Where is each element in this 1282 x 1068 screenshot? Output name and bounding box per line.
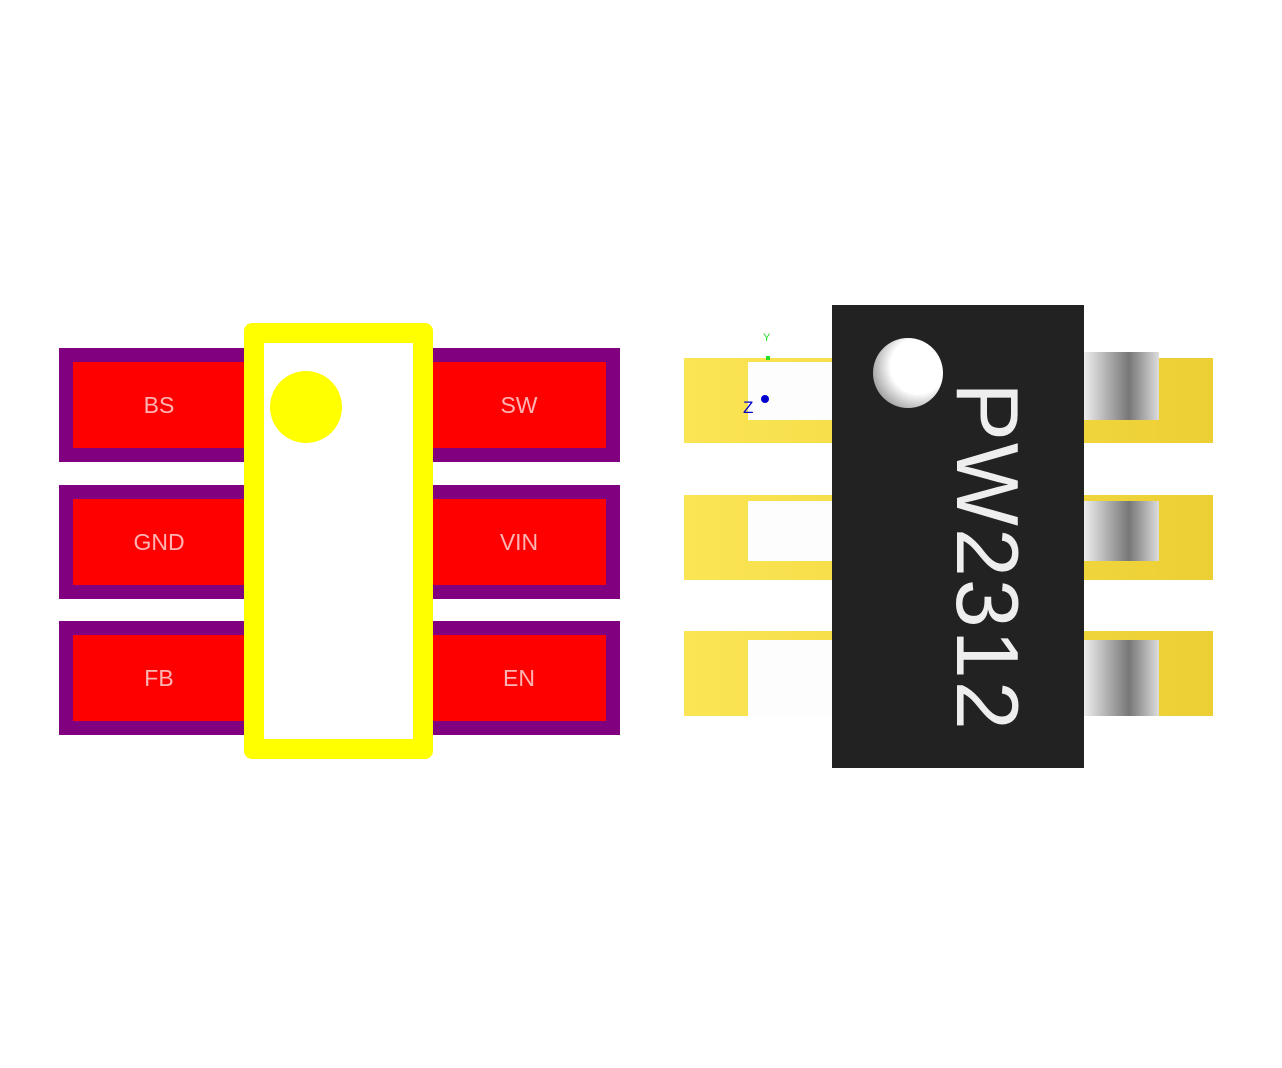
lead <box>1084 501 1159 561</box>
part-number: PW2312 <box>938 382 1037 732</box>
lead <box>1084 640 1159 716</box>
silkscreen-outline <box>244 323 433 759</box>
pad-label-fb: FB <box>144 665 174 691</box>
pad-label-bs: BS <box>143 392 175 418</box>
pad-label-en: EN <box>503 665 535 691</box>
pad-label-gnd: GND <box>133 529 185 555</box>
lead <box>1084 352 1159 420</box>
pin1-marker <box>270 371 342 443</box>
axis-z-label: Z <box>743 398 754 417</box>
lead <box>748 362 832 420</box>
axis-z-icon <box>761 395 769 403</box>
lead <box>748 501 832 561</box>
pin1-dimple <box>873 338 943 408</box>
axis-y-icon <box>766 356 770 360</box>
lead <box>748 640 832 716</box>
pad-label-vin: VIN <box>499 529 539 555</box>
axis-y-label: Y <box>763 332 771 344</box>
pad-label-sw: SW <box>500 392 538 418</box>
